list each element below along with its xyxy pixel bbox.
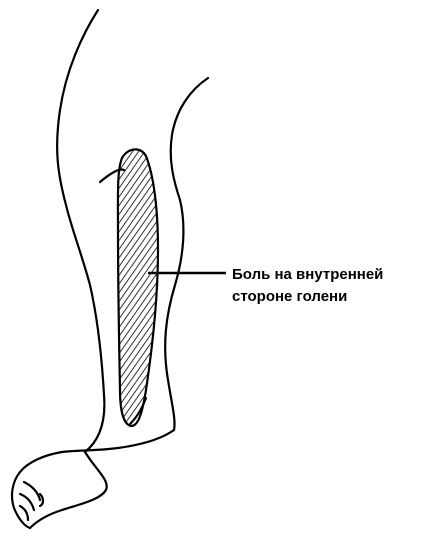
pain-callout-label: Боль на внутренней стороне голени xyxy=(232,264,383,308)
pain-area-hatched xyxy=(118,149,158,426)
foot-sole-contour xyxy=(30,452,107,528)
toe-line-3 xyxy=(20,506,28,520)
thigh-outer-contour xyxy=(57,10,98,285)
shin-inner-contour xyxy=(165,200,183,430)
thigh-inner-contour xyxy=(171,78,208,200)
calf-outer-contour xyxy=(85,285,104,452)
callout-line-2: стороне голени xyxy=(232,286,383,308)
callout-line-1: Боль на внутренней xyxy=(232,264,383,286)
